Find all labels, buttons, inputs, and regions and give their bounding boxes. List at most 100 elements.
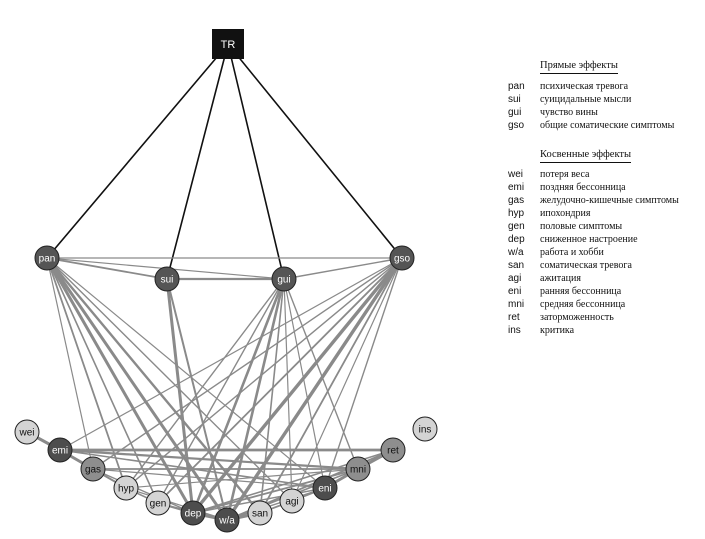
legend-description: работа и хобби [540, 247, 604, 258]
edge-pan-agi [46, 257, 293, 502]
legend-item-ret: ret заторможенность [508, 312, 614, 324]
node-shape [389, 245, 415, 271]
legend-description: ипохондрия [540, 208, 591, 219]
legend-abbr: gui [508, 107, 522, 118]
node-gen: gen [145, 490, 171, 516]
legend-description: половые симптомы [540, 221, 623, 232]
legend-abbr: dep [508, 234, 525, 245]
legend-abbr: gas [508, 195, 525, 206]
edge-pan-san [45, 256, 262, 515]
edge-gas-dep [92, 468, 194, 514]
node-label: agi [285, 497, 298, 508]
legend-abbr: mni [508, 299, 525, 310]
node-ins: ins [412, 416, 438, 442]
edge-hyp-mni [125, 468, 359, 489]
legend-description: ранняя бессонница [540, 286, 622, 297]
legend-abbr: ret [508, 312, 520, 323]
node-label: w/a [218, 516, 235, 527]
edge-gui-hyp [125, 278, 285, 489]
edge-hyp-wa [125, 487, 228, 521]
edge-pan-wa [45, 256, 229, 522]
node-shape [345, 456, 371, 482]
node-dep: dep [180, 500, 206, 526]
edge-gui-san [259, 278, 285, 514]
edge-gui-gso [283, 257, 403, 280]
node-shape [412, 416, 438, 442]
legend-abbr: ins [508, 325, 521, 336]
edge-gso-emi [59, 257, 403, 451]
legend-description: суицидальные мысли [540, 94, 632, 105]
node-shape [212, 29, 244, 59]
node-label: hyp [118, 484, 135, 495]
edge-gso-san [259, 257, 403, 514]
edge-wa-eni [226, 487, 326, 521]
legend-item-hyp: hyp ипохондрия [508, 208, 590, 220]
edge-gso-agi [291, 257, 403, 502]
legend-abbr: w/a [508, 247, 524, 258]
legend-description: потеря веса [540, 169, 590, 180]
legend-description: критика [540, 325, 575, 336]
edge-gso-gen [157, 257, 403, 504]
node-label: dep [185, 509, 202, 520]
node-gas: gas [80, 456, 106, 482]
node-ret: ret [380, 437, 406, 463]
node-pan: pan [34, 245, 60, 271]
node-emi: emi [47, 437, 73, 463]
node-label: gui [277, 275, 290, 286]
legend-abbr: agi [508, 273, 522, 284]
node-label: mni [350, 465, 366, 476]
node-shape [247, 500, 273, 526]
legend-item-wei: wei потеря веса [508, 169, 589, 181]
edge-gas-eni [92, 468, 326, 489]
node-sui: sui [154, 266, 180, 292]
edge-emi-mni [58, 448, 360, 471]
node-label: wei [18, 428, 34, 439]
node-san: san [247, 500, 273, 526]
edge-TR-sui [166, 43, 229, 280]
legend-abbr: gen [508, 221, 525, 232]
node-label: TR [221, 39, 236, 51]
edge-gui-dep [191, 277, 286, 515]
legend-abbr: hyp [508, 208, 525, 219]
node-label: ret [387, 446, 399, 457]
node-wei: wei [14, 419, 40, 445]
edge-TR-gui [227, 43, 285, 280]
node-shape [180, 500, 206, 526]
node-label: san [252, 509, 268, 520]
legend-indirect-title: Косвенные эффекты [540, 149, 632, 163]
node-shape [14, 419, 40, 445]
edge-TR-pan [46, 43, 229, 259]
legend-description: общие соматические симптомы [540, 120, 675, 131]
node-shape [312, 475, 338, 501]
legend-description: ажитация [540, 273, 581, 284]
node-shape [380, 437, 406, 463]
edges-layer [25, 43, 404, 522]
node-hyp: hyp [113, 475, 139, 501]
legend-description: поздняя бессонница [540, 182, 626, 193]
node-label: gas [85, 465, 101, 476]
edge-TR-gso [227, 43, 403, 259]
legend-item-gen: gen половые симптомы [508, 221, 622, 233]
node-shape [80, 456, 106, 482]
node-shape [47, 437, 73, 463]
node-label: eni [318, 484, 331, 495]
node-label: emi [52, 446, 68, 457]
legend-description: заторможенность [540, 312, 614, 323]
legend-item-sui: sui суицидальные мысли [508, 94, 631, 106]
edge-gui-gen [157, 278, 285, 504]
node-shape [145, 490, 171, 516]
legend-item-agi: agi ажитация [508, 273, 581, 285]
edge-gso-wa [225, 256, 404, 522]
legend-abbr: sui [508, 94, 521, 105]
edge-gui-mni [283, 278, 359, 470]
node-label: ins [419, 425, 432, 436]
legend-abbr: wei [508, 169, 524, 180]
